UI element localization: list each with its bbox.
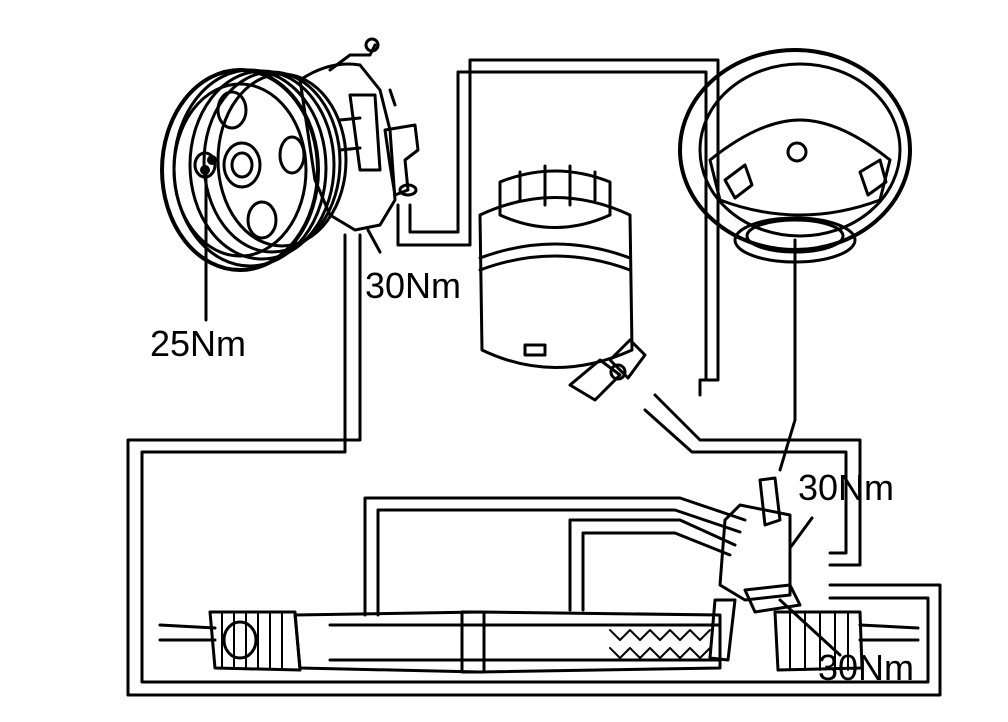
torque-label-gear-lower: 30Nm bbox=[818, 647, 914, 688]
steering-wheel bbox=[678, 48, 912, 264]
steering-rack bbox=[158, 476, 920, 674]
torque-label-gear-upper: 30Nm bbox=[798, 467, 894, 508]
pump-body bbox=[298, 37, 420, 232]
pump-pulley bbox=[160, 68, 348, 272]
callout-leaders bbox=[204, 170, 842, 657]
fluid-reservoir bbox=[478, 164, 647, 402]
hose-lines bbox=[126, 58, 942, 697]
torque-label-pulley: 25Nm bbox=[150, 323, 246, 364]
torque-label-pump-outlet: 30Nm bbox=[365, 265, 461, 306]
